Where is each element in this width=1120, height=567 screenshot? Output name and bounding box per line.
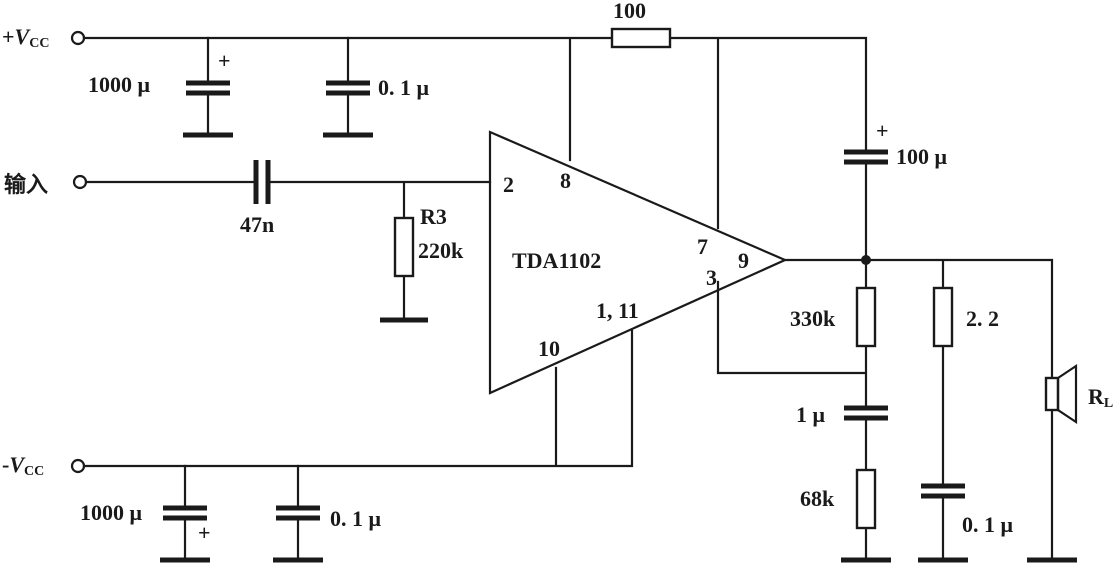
vcc-negative-node (70, 458, 86, 474)
capacitor-1000u-negative: + 1000 μ (80, 464, 211, 563)
input-wire (84, 180, 492, 322)
svg-text:1000 μ: 1000 μ (88, 72, 151, 97)
capacitor-47n-input: 47n (240, 160, 274, 237)
vcc-negative-rail (82, 329, 634, 468)
capacitor-1000u-positive: + 1000 μ (88, 36, 233, 138)
svg-text:输入: 输入 (4, 172, 48, 198)
svg-text:9: 9 (738, 248, 749, 273)
svg-text:R3: R3 (420, 204, 447, 229)
vcc-positive-terminal: +VCC (2, 24, 86, 51)
svg-text:TDA1102: TDA1102 (512, 248, 601, 273)
resistor-r3: R3 220k (380, 204, 464, 323)
capacitor-0.1u-positive: 0. 1 μ (323, 36, 430, 138)
svg-text:100: 100 (613, 0, 646, 23)
capacitor-0.1u-zobel: 0. 1 μ (918, 483, 1014, 563)
svg-text:2: 2 (503, 172, 514, 197)
capacitor-1u: 1 μ (796, 402, 888, 427)
vcc-negative-terminal: -VCC (2, 452, 86, 479)
svg-text:100 μ: 100 μ (896, 144, 948, 169)
ic-tda1102: TDA1102 2 8 7 3 9 1, 11 10 (488, 130, 788, 395)
output-junction (861, 255, 871, 265)
svg-text:220k: 220k (418, 238, 464, 263)
resistor-2.2-zobel: 2. 2 (932, 286, 999, 348)
svg-text:3: 3 (706, 265, 717, 290)
svg-text:1000 μ: 1000 μ (80, 500, 143, 525)
svg-text:+: + (876, 118, 889, 143)
svg-text:1, 11: 1, 11 (596, 298, 639, 323)
resistor-330k: 330k (790, 286, 877, 348)
input-terminal: 输入 (4, 172, 88, 198)
resistor-68k: 68k (800, 468, 891, 563)
svg-text:+: + (198, 520, 211, 545)
svg-text:8: 8 (560, 168, 571, 193)
svg-text:+: + (218, 48, 231, 73)
svg-text:68k: 68k (800, 486, 835, 511)
svg-text:10: 10 (538, 336, 560, 361)
capacitor-0.1u-negative: 0. 1 μ (273, 464, 382, 563)
input-node (72, 174, 88, 190)
svg-text:0. 1 μ: 0. 1 μ (378, 75, 430, 100)
svg-text:-VCC: -VCC (2, 452, 44, 479)
resistor-100: 100 (610, 0, 672, 49)
svg-text:+VCC: +VCC (2, 24, 49, 51)
svg-text:2. 2: 2. 2 (966, 306, 999, 331)
svg-text:47n: 47n (240, 212, 274, 237)
svg-text:1 μ: 1 μ (796, 402, 826, 427)
vcc-positive-node (70, 30, 86, 46)
svg-text:0. 1 μ: 0. 1 μ (330, 506, 382, 531)
speaker-icon: RL (1027, 363, 1113, 563)
svg-text:7: 7 (697, 234, 708, 259)
svg-text:0. 1 μ: 0. 1 μ (962, 512, 1014, 537)
output-wire (716, 160, 1054, 562)
capacitor-100u-bootstrap: + 100 μ (844, 118, 948, 169)
svg-text:RL: RL (1088, 384, 1113, 411)
svg-text:330k: 330k (790, 306, 836, 331)
